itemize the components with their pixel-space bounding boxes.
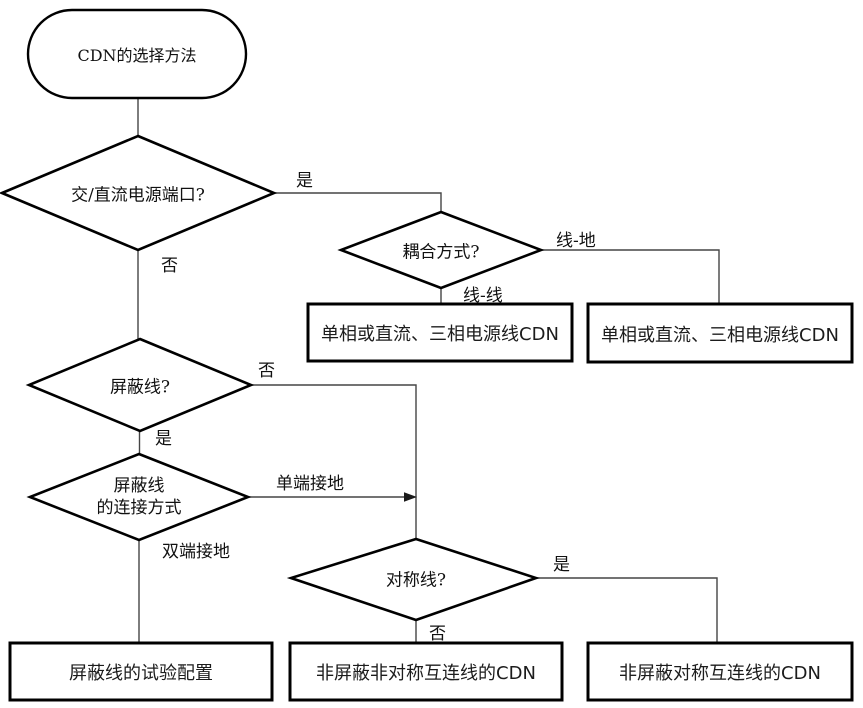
edge-label-conn-single-end: 单端接地 — [276, 474, 344, 494]
box-unshielded-asym-shape — [288, 641, 564, 702]
edge-label-sym-no: 否 — [429, 624, 446, 644]
box-shield-config-label: 屏蔽线的试验配置 — [69, 663, 213, 684]
decision-shield-label: 屏蔽线? — [109, 377, 171, 398]
box-power-line-line-shape — [306, 302, 574, 363]
edge-label-shield-yes: 是 — [155, 429, 172, 449]
decision-symmetric-diamond — [286, 537, 541, 622]
edge-label-sym-yes: 是 — [553, 555, 570, 575]
edge-label-power-yes: 是 — [296, 171, 313, 191]
decision-symmetric-label: 对称线? — [385, 570, 447, 591]
decision-power-label: 交/直流电源端口? — [71, 185, 205, 206]
decision-connection-diamond — [26, 452, 252, 542]
box-shield-config-shape — [8, 641, 274, 702]
decision-coupling-label: 耦合方式? — [402, 242, 480, 263]
edge-label-coupling-line-ground: 线-地 — [556, 231, 596, 251]
edge-label-shield-no: 否 — [258, 361, 275, 381]
decision-connection-label: 屏蔽线 的连接方式 — [96, 475, 182, 518]
decision-power-diamond — [0, 134, 278, 252]
box-power-line-line-label: 单相或直流、三相电源线CDN — [321, 324, 559, 345]
edge-sym-yes — [536, 577, 718, 643]
decision-coupling-diamond — [337, 210, 545, 290]
start-terminator-shape — [26, 8, 248, 100]
box-unshielded-sym-label: 非屏蔽对称互连线的CDN — [619, 663, 821, 684]
box-power-line-ground-shape — [586, 302, 854, 364]
edge-label-coupling-line-line: 线-线 — [463, 286, 503, 306]
decision-shield-diamond — [25, 337, 255, 433]
edge-label-power-no: 否 — [161, 256, 178, 276]
edge-power-yes — [274, 192, 442, 212]
arrowhead-single-end — [404, 492, 417, 502]
box-unshielded-asym-label: 非屏蔽非对称互连线的CDN — [316, 663, 536, 684]
edge-label-conn-double-end: 双端接地 — [162, 542, 230, 562]
box-unshielded-sym-shape — [586, 641, 854, 702]
box-power-line-ground-label: 单相或直流、三相电源线CDN — [601, 325, 839, 346]
edge-coupling-line-ground — [541, 249, 720, 304]
start-terminator-label: CDN的选择方法 — [77, 46, 197, 65]
edge-shield-no — [251, 384, 417, 539]
